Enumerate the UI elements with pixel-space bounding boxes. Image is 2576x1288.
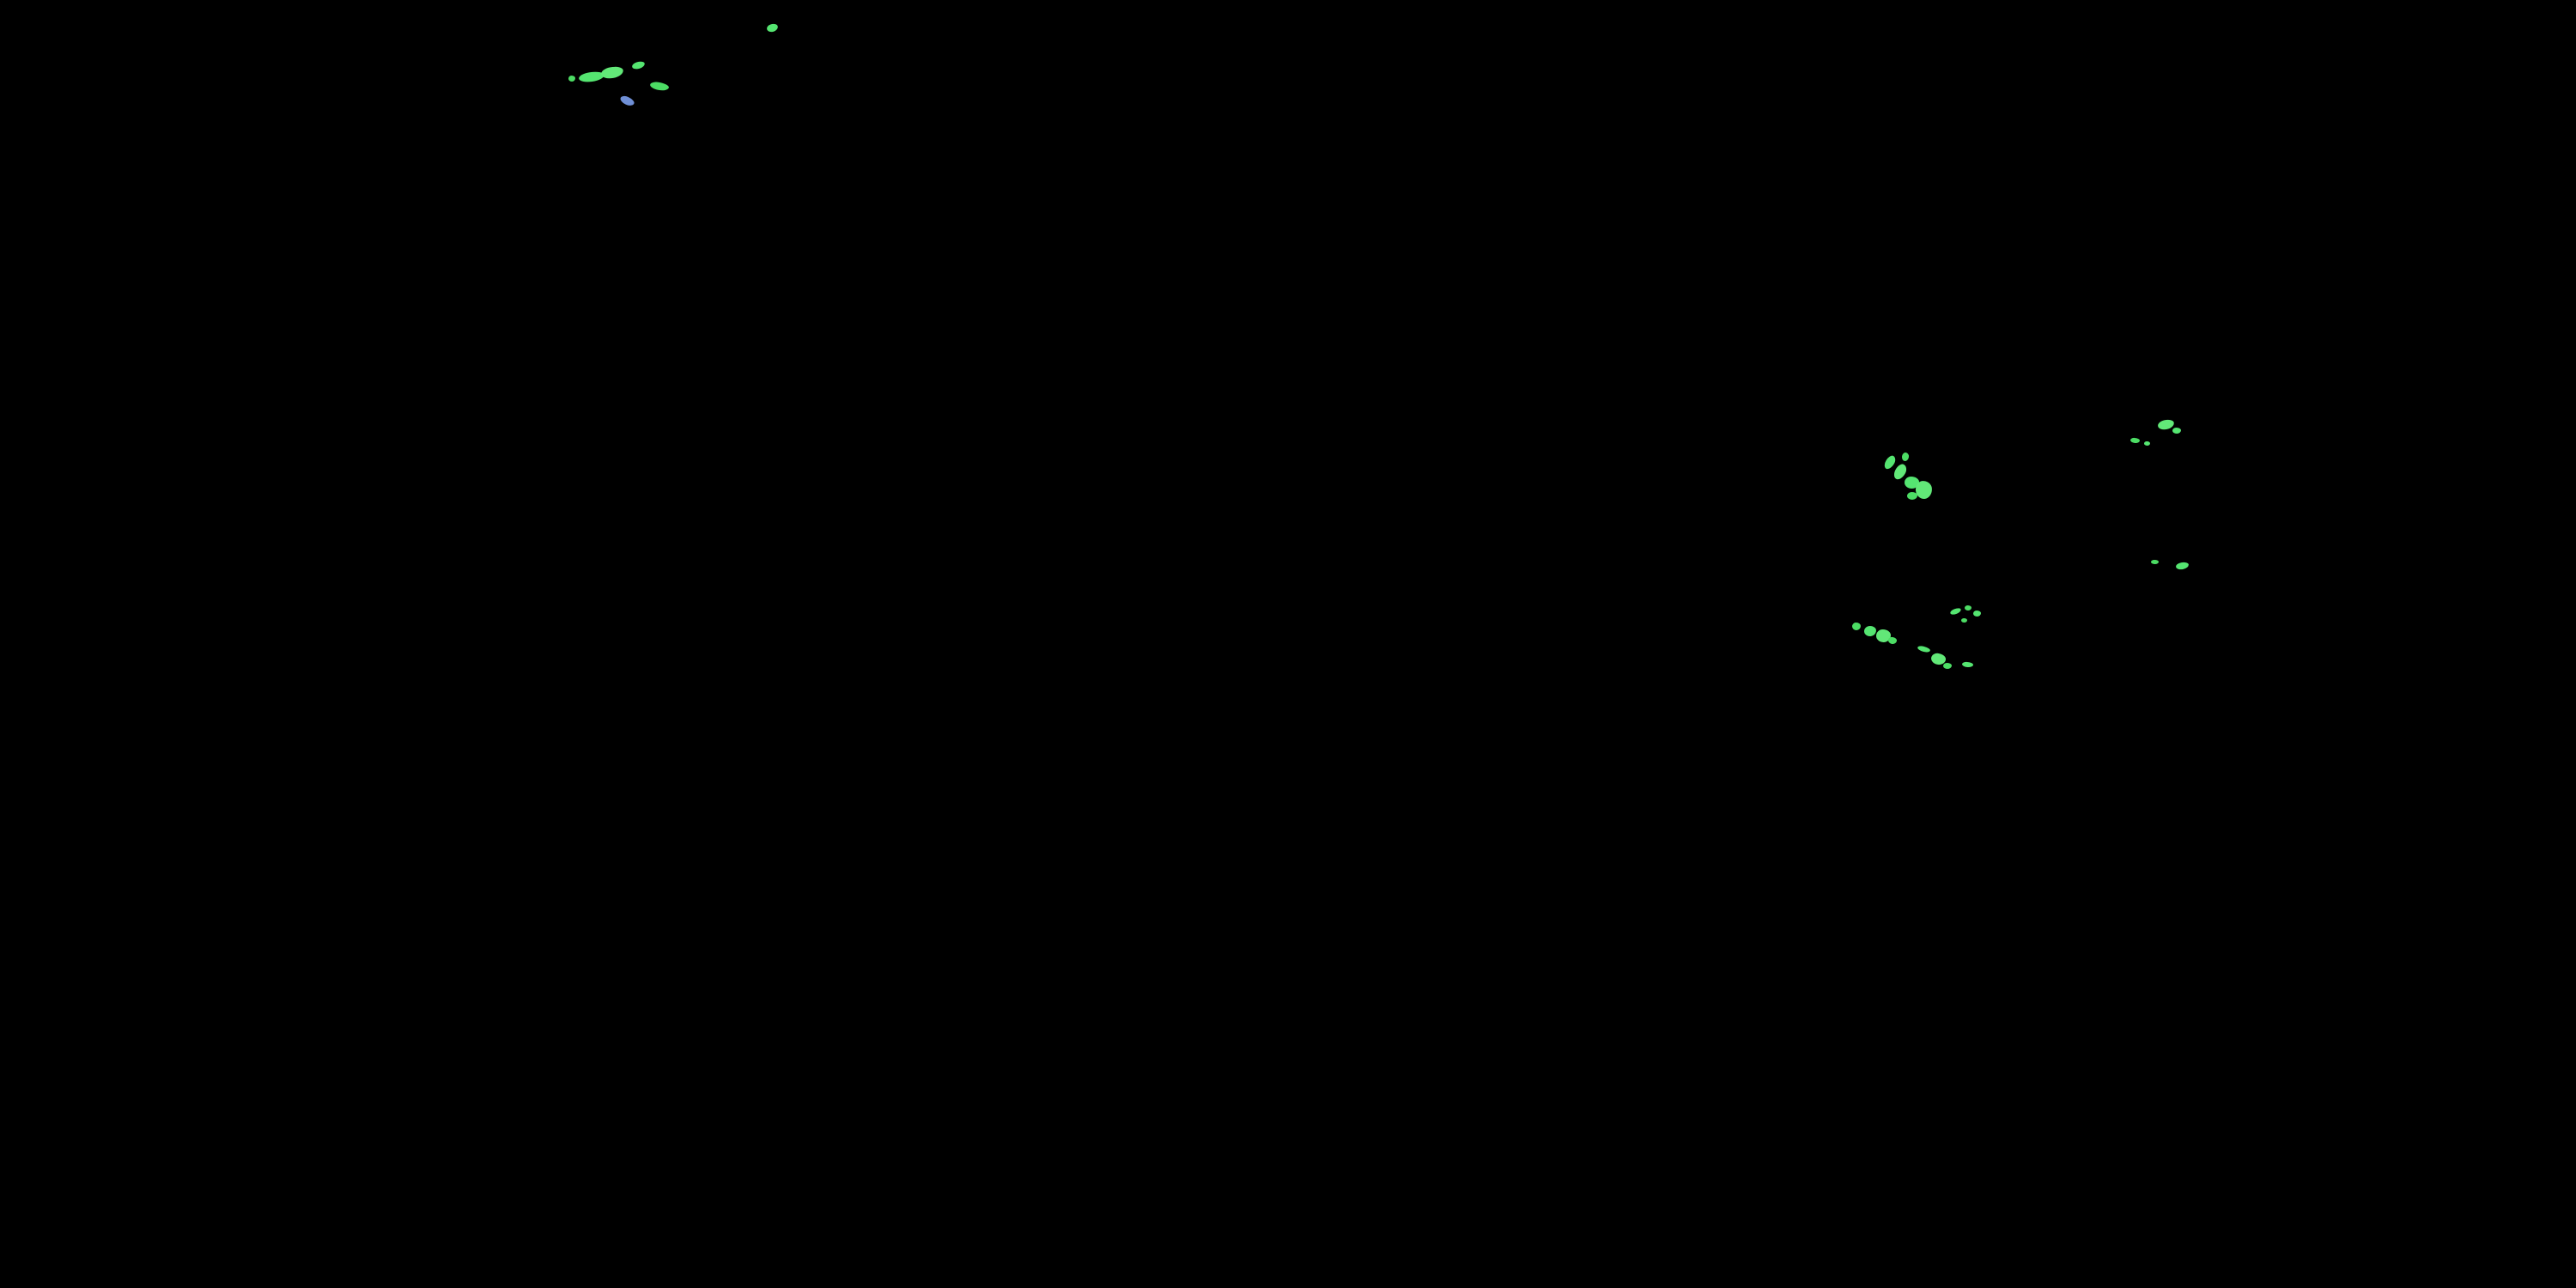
light-speck: [1961, 661, 1974, 668]
light-speck: [2129, 437, 2141, 444]
light-speck: [2151, 560, 2159, 564]
light-speck: [2175, 561, 2190, 571]
light-speck: [1863, 625, 1877, 637]
light-speck: [631, 60, 646, 70]
light-speck: [2172, 428, 2181, 434]
light-speck: [1965, 605, 1971, 611]
light-speck: [618, 94, 636, 108]
light-speck: [1961, 618, 1967, 623]
light-speck: [1852, 623, 1861, 630]
light-speck: [1876, 629, 1891, 642]
light-speck: [600, 64, 624, 81]
light-speck: [1915, 480, 1933, 500]
light-speck: [1949, 606, 1962, 617]
light-speck: [1901, 452, 1910, 462]
light-speck: [1907, 492, 1917, 500]
light-speck: [1887, 636, 1898, 645]
light-speck: [1973, 611, 1981, 617]
light-speck: [766, 22, 779, 33]
light-speck: [1943, 663, 1952, 669]
light-speck: [568, 76, 575, 82]
light-speck: [1917, 645, 1931, 653]
light-speck: [2144, 441, 2150, 446]
light-speck: [649, 81, 670, 92]
